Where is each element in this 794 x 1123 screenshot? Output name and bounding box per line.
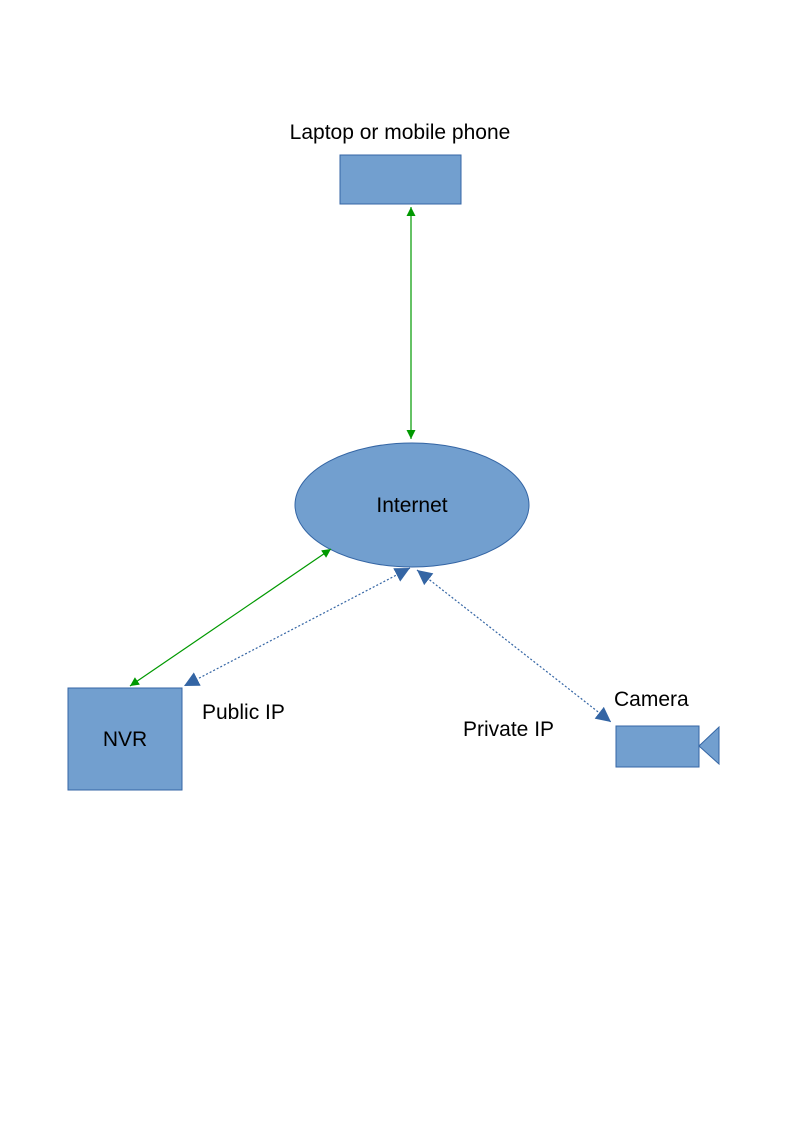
camera-body bbox=[615, 725, 700, 768]
internet-label: Internet bbox=[376, 494, 447, 517]
public-ip-label: Public IP bbox=[202, 701, 285, 724]
private-ip-label: Private IP bbox=[463, 718, 554, 741]
laptop-label: Laptop or mobile phone bbox=[290, 121, 511, 144]
internet-node bbox=[294, 442, 530, 568]
camera-icon bbox=[615, 725, 720, 768]
camera-label: Camera bbox=[614, 688, 689, 711]
nvr-label: NVR bbox=[103, 728, 147, 751]
internet-camera-dotted-link bbox=[416, 569, 612, 723]
internet-nvr-dotted-link bbox=[183, 567, 411, 687]
laptop-node bbox=[339, 154, 462, 205]
internet-nvr-green-link bbox=[129, 548, 332, 687]
nvr-node bbox=[67, 687, 183, 791]
camera-lens bbox=[698, 725, 720, 766]
